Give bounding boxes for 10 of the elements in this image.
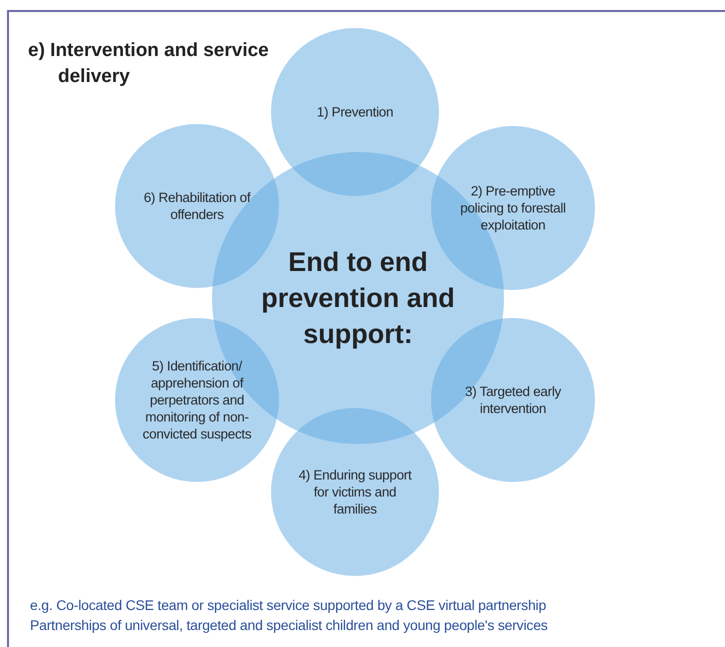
circle-text: 2) Pre-emptive policing to forestall exploitation (459, 182, 567, 234)
note-text: e.g. Co-located CSE team or specialist service supported by a CSE virtual partnership (30, 597, 548, 613)
circle-text: 3) Targeted early intervention (464, 383, 562, 417)
circle-text: 5) Identification/ apprehension of perpetrators and monitoring of non-convicted suspects (142, 358, 252, 442)
circle-text: 4) Enduring support for victims and families (298, 466, 413, 518)
circle-text: 1) Prevention (316, 104, 394, 120)
note-text: Partnerships of universal, targeted and specialist children and young people's services (30, 617, 549, 633)
center-text: End to end prevention and support: (260, 246, 456, 351)
circle-text: 6) Rehabilitation of offenders (142, 189, 252, 223)
diagram-title: e) Intervention and service delivery (28, 39, 270, 89)
